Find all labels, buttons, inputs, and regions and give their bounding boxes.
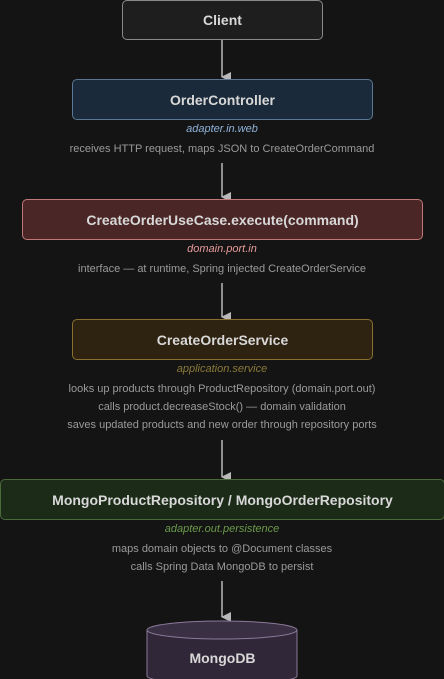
repository-description-2: calls Spring Data MongoDB to persist: [130, 561, 314, 573]
service-description-1: looks up products through ProductReposit…: [68, 383, 376, 395]
service-node: CreateOrderService: [72, 319, 373, 360]
service-package: application.service: [176, 363, 268, 375]
service-description-3: saves updated products and new order thr…: [67, 419, 377, 431]
usecase-description: interface — at runtime, Spring injected …: [78, 263, 366, 275]
usecase-label: CreateOrderUseCase.execute(command): [86, 211, 359, 228]
database-cylinder-icon: [146, 620, 298, 679]
service-description-2: calls product.decreaseStock() — domain v…: [98, 401, 346, 413]
repository-description-1: maps domain objects to @Document classes: [111, 543, 333, 555]
controller-node: OrderController: [72, 79, 373, 120]
repository-node: MongoProductRepository / MongoOrderRepos…: [0, 479, 444, 520]
repository-label: MongoProductRepository / MongoOrderRepos…: [52, 491, 393, 508]
client-node: Client: [122, 0, 323, 40]
database-label: MongoDB: [189, 650, 256, 666]
service-label: CreateOrderService: [156, 331, 289, 348]
controller-description: receives HTTP request, maps JSON to Crea…: [69, 143, 375, 155]
client-label: Client: [203, 12, 242, 28]
usecase-package: domain.port.in: [187, 243, 257, 255]
repository-package: adapter.out.persistence: [164, 523, 280, 535]
controller-package: adapter.in.web: [186, 123, 258, 135]
controller-label: OrderController: [169, 91, 275, 108]
usecase-node: CreateOrderUseCase.execute(command): [22, 199, 423, 240]
